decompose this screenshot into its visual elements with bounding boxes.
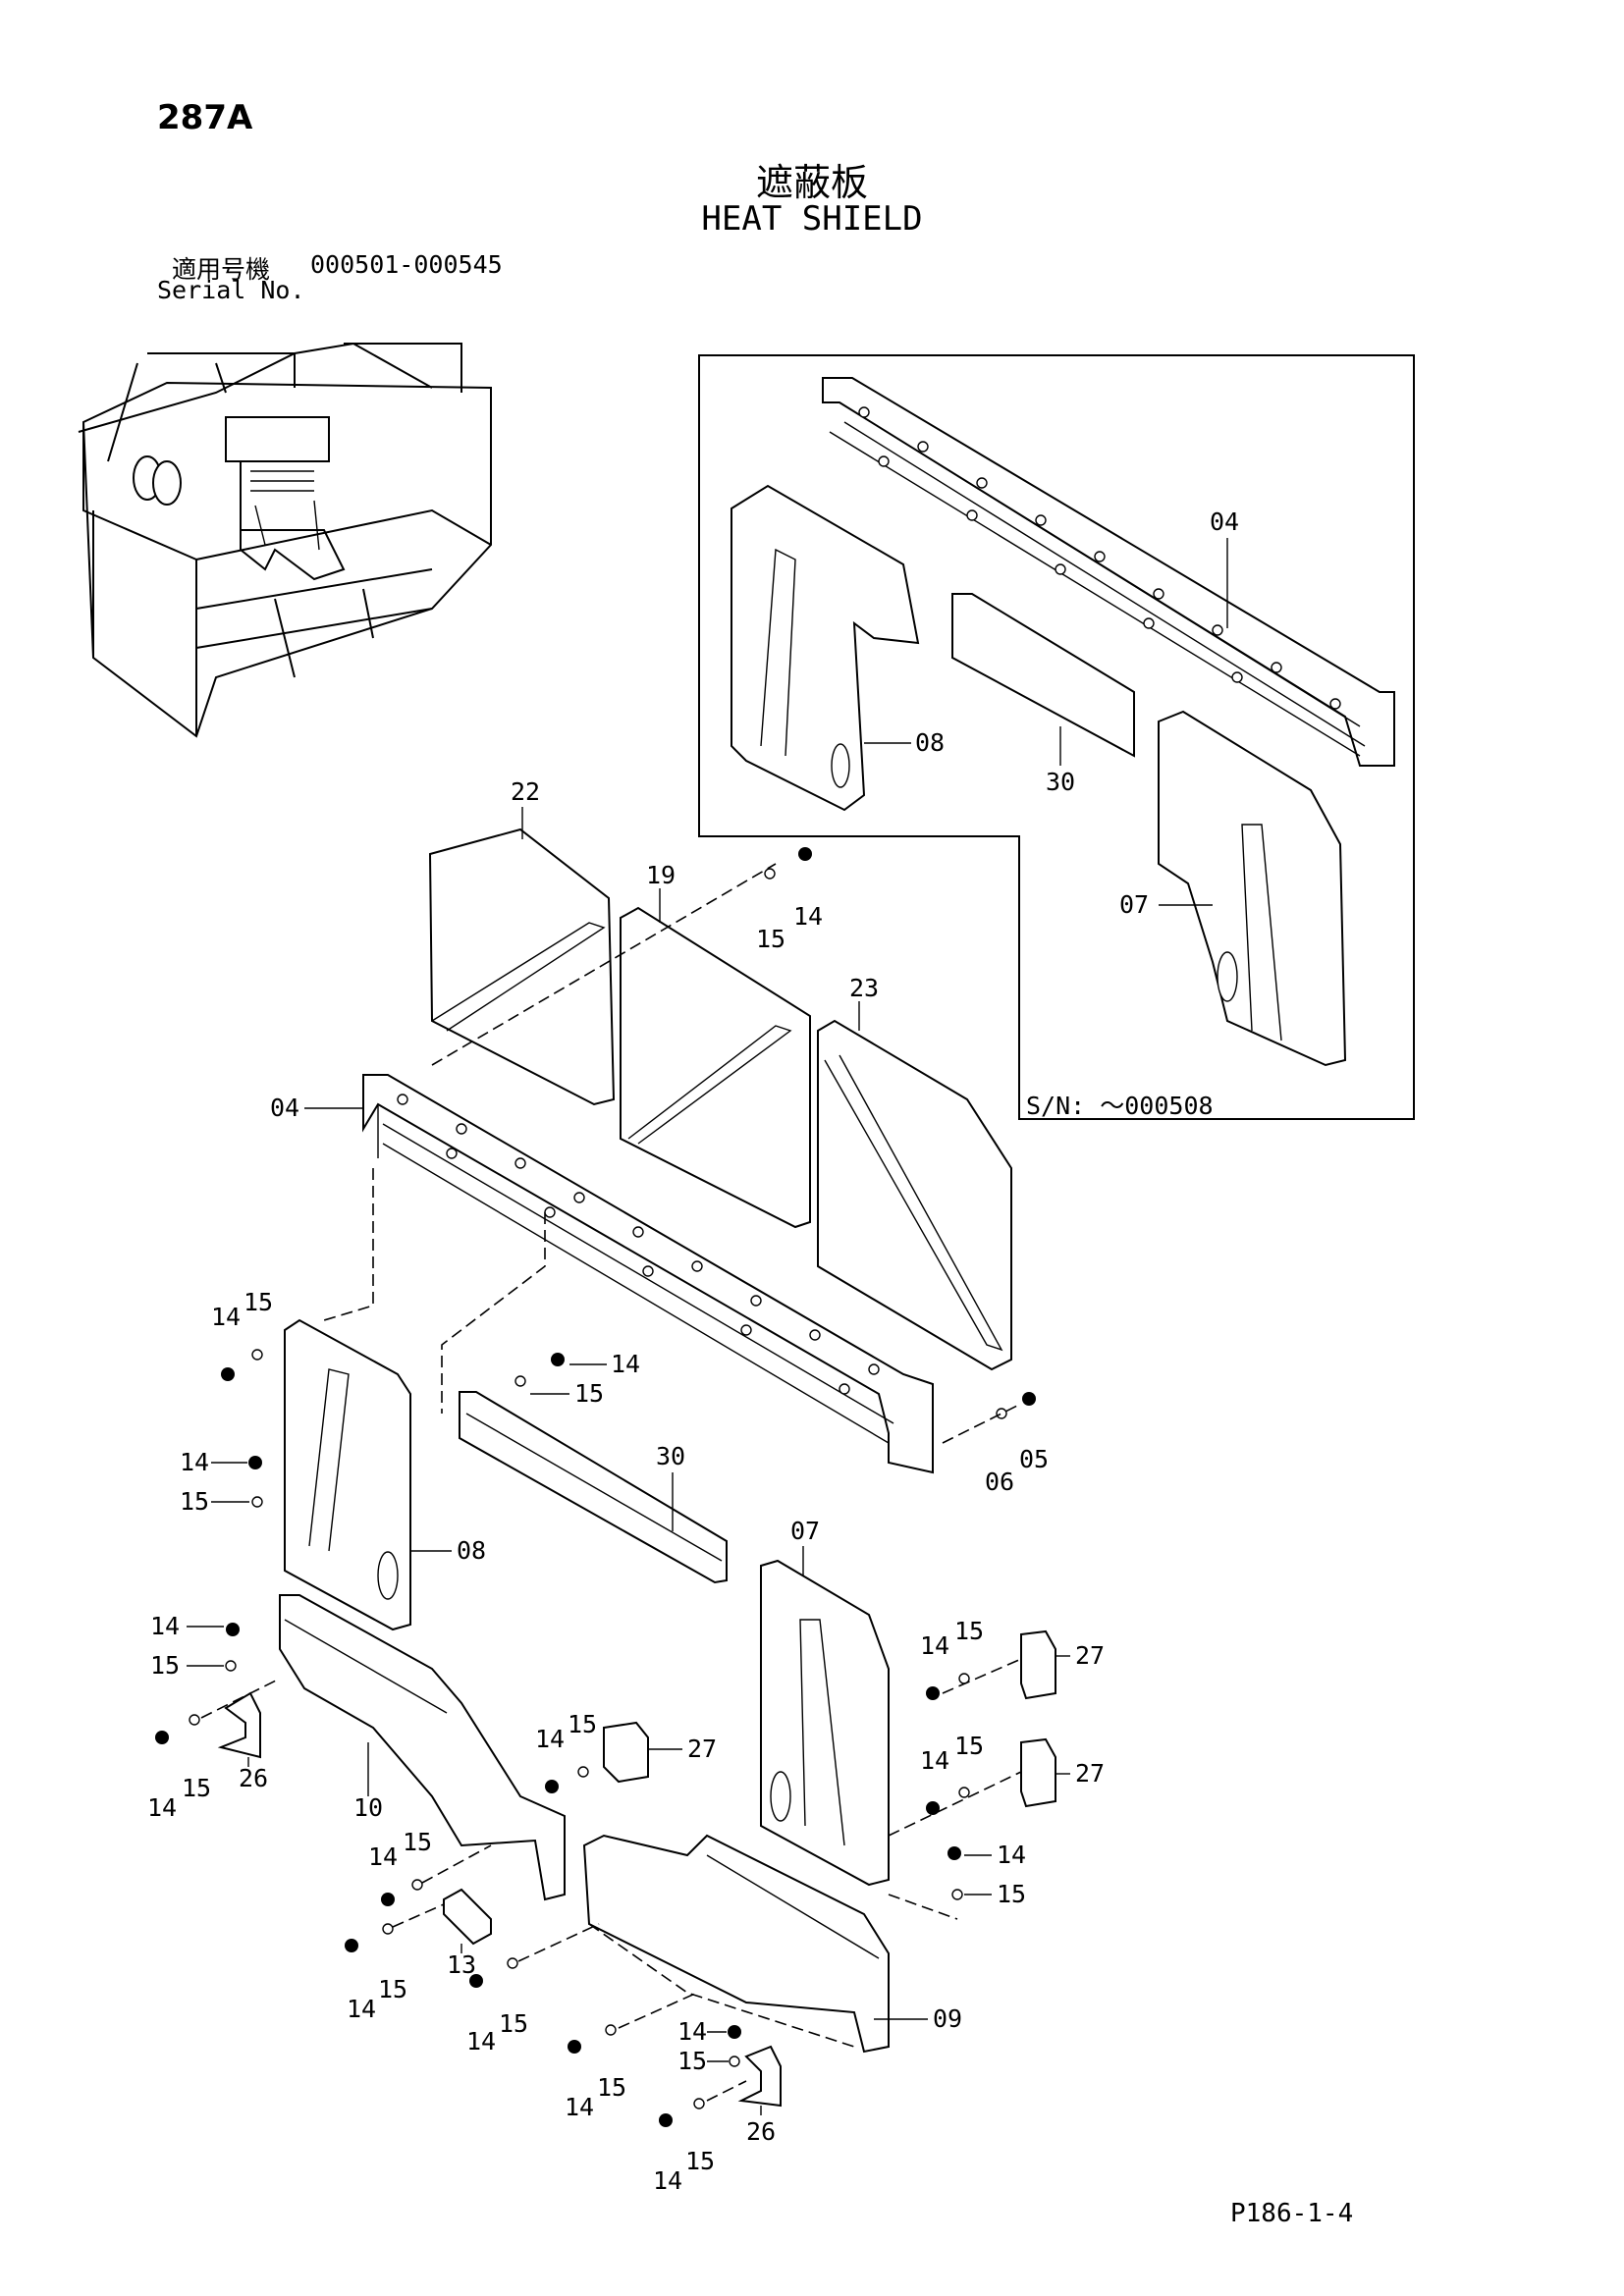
- callout-15p: 15: [685, 2147, 715, 2175]
- callout-14i: 14: [920, 1746, 949, 1775]
- callout-23: 23: [849, 974, 879, 1002]
- callout-15n: 15: [597, 2073, 626, 2102]
- callout-14b: 14: [611, 1350, 640, 1378]
- callout-27a: 27: [687, 1735, 717, 1763]
- callout-27b: 27: [1075, 1641, 1105, 1670]
- callout-15i: 15: [954, 1732, 984, 1760]
- callout-15f: 15: [182, 1774, 211, 1802]
- inset-callout-04: 04: [1210, 507, 1239, 536]
- callout-26b: 26: [746, 2117, 776, 2146]
- inset-callout-08: 08: [915, 728, 945, 757]
- callout-27c: 27: [1075, 1759, 1105, 1788]
- callout-15o: 15: [677, 2047, 707, 2075]
- serial-label-japanese: 適用号機: [172, 255, 271, 284]
- callout-14j: 14: [997, 1841, 1026, 1869]
- inset-callout-07: 07: [1119, 890, 1149, 919]
- page-code: P186-1-4: [1230, 2199, 1354, 2228]
- title-english: HEAT SHIELD: [701, 199, 923, 239]
- callout-19: 19: [646, 861, 676, 889]
- callout-14k: 14: [368, 1842, 398, 1871]
- callout-15g: 15: [568, 1710, 597, 1738]
- title-japanese: 遮蔽板: [755, 161, 868, 204]
- callout-15m: 15: [499, 2009, 528, 2038]
- callout-15l: 15: [378, 1975, 407, 2003]
- callout-14l: 14: [347, 1995, 376, 2023]
- callout-14g: 14: [535, 1725, 565, 1753]
- callout-05: 05: [1019, 1445, 1049, 1473]
- callout-15j: 15: [997, 1880, 1026, 1908]
- callout-14m: 14: [466, 2027, 496, 2056]
- callout-14d: 14: [180, 1448, 209, 1476]
- callout-30: 30: [656, 1442, 685, 1470]
- callout-26a: 26: [239, 1764, 268, 1792]
- callout-09: 09: [933, 2004, 962, 2033]
- callout-14h: 14: [920, 1631, 949, 1660]
- callout-14o: 14: [677, 2017, 707, 2046]
- diagram-code: 287A: [157, 98, 253, 137]
- callout-08: 08: [457, 1536, 486, 1565]
- callout-13: 13: [447, 1950, 476, 1979]
- callout-04: 04: [270, 1094, 299, 1122]
- inset-variant-box: 04 08 30 07 S/N: ～000508: [698, 354, 1415, 1120]
- callout-07: 07: [790, 1517, 820, 1545]
- callout-15a: 15: [756, 925, 785, 953]
- machine-overview-illustration: [78, 342, 492, 738]
- inset-sn-note: S/N: ～000508: [1026, 1092, 1214, 1120]
- callout-14f: 14: [147, 1793, 177, 1822]
- serial-range: 000501-000545: [310, 250, 503, 279]
- serial-label-english: Serial No.: [157, 276, 305, 304]
- callout-14p: 14: [653, 2166, 682, 2195]
- callout-15d: 15: [180, 1487, 209, 1516]
- main-assembly: 22 19 23 04 05 06: [147, 777, 1105, 2195]
- callout-15c: 15: [244, 1288, 273, 1316]
- callout-22: 22: [511, 777, 540, 806]
- callout-10: 10: [353, 1793, 383, 1822]
- callout-15e: 15: [150, 1651, 180, 1680]
- callout-06: 06: [985, 1468, 1014, 1496]
- callout-14c: 14: [211, 1303, 241, 1331]
- callout-15k: 15: [403, 1828, 432, 1856]
- callout-14a: 14: [793, 902, 823, 931]
- callout-15b: 15: [574, 1379, 604, 1408]
- callout-14n: 14: [565, 2093, 594, 2121]
- callout-14e: 14: [150, 1612, 180, 1640]
- callout-15h: 15: [954, 1617, 984, 1645]
- inset-callout-30: 30: [1046, 768, 1075, 796]
